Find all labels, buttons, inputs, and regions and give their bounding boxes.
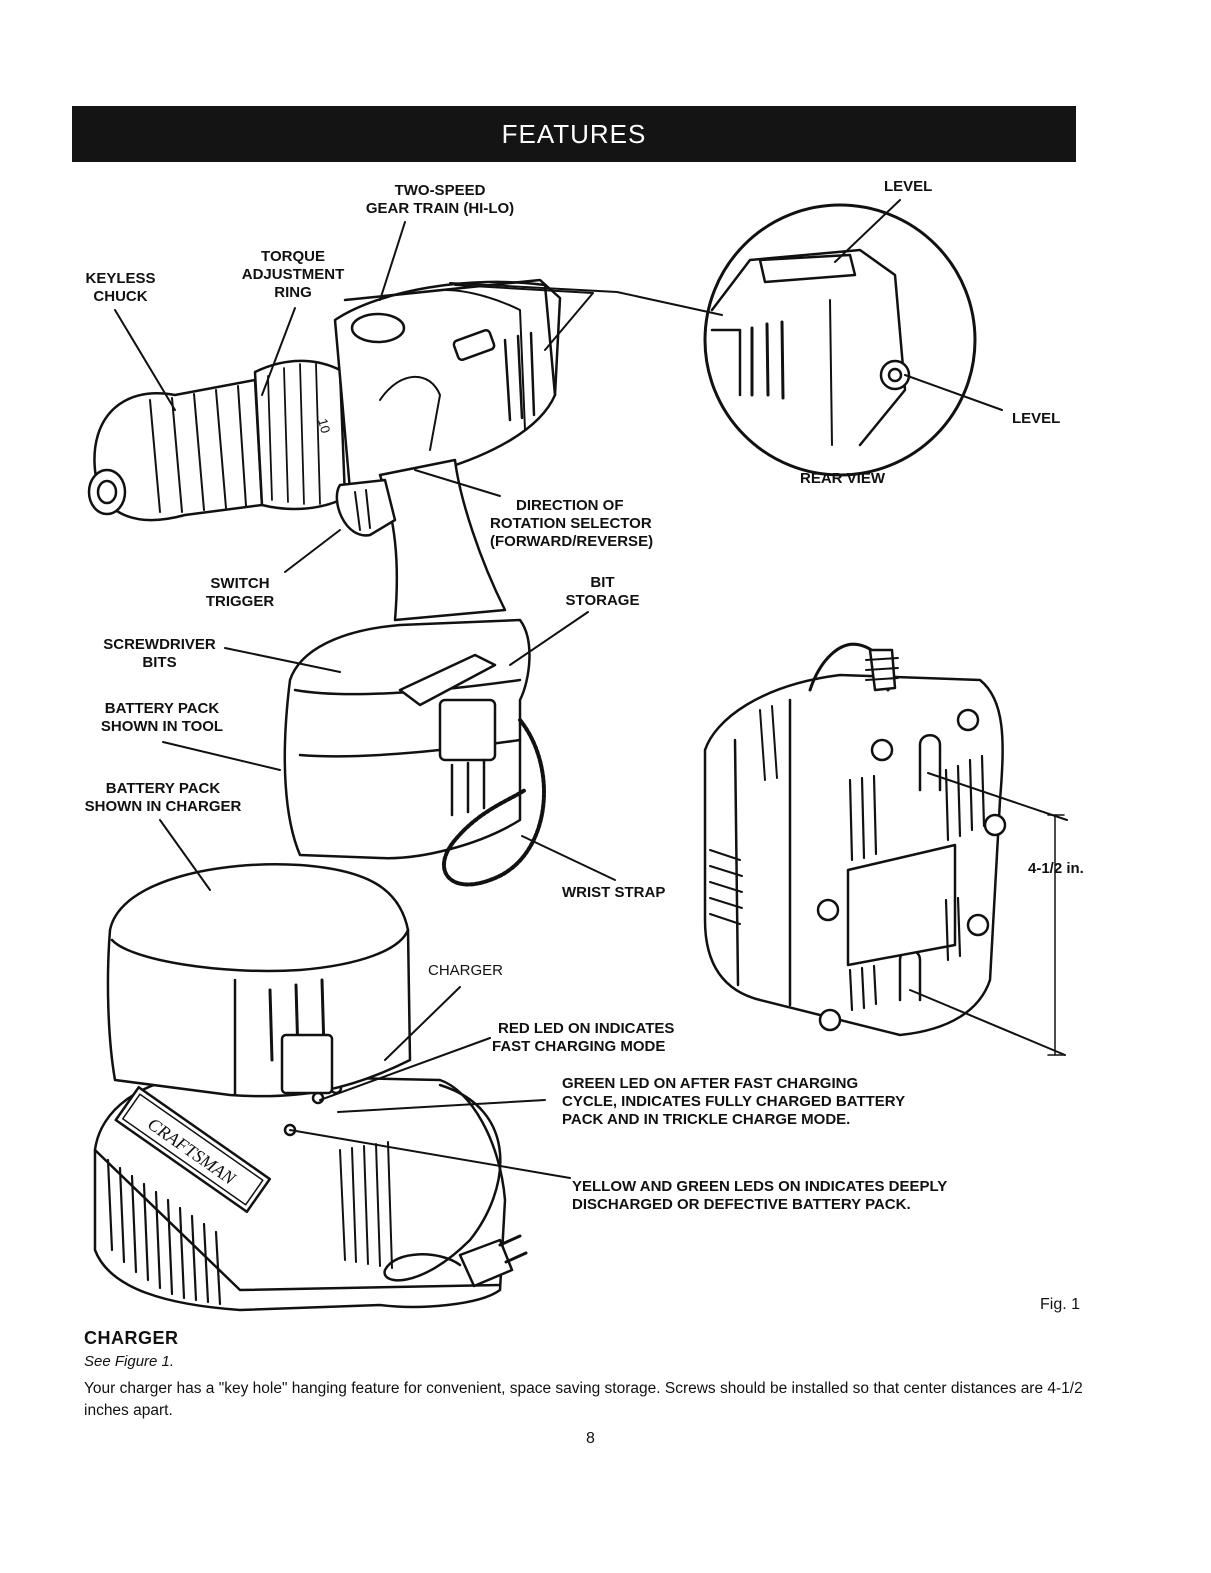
page-number: 8: [586, 1430, 595, 1447]
label-charger: CHARGER: [428, 962, 504, 979]
label-rear-view: REAR VIEW: [800, 470, 886, 487]
label-screwdriver-bits: SCREWDRIVER BITS: [103, 636, 216, 671]
label-dimension: 4-1/2 in.: [1028, 860, 1084, 877]
drill-illustration: 10: [87, 278, 562, 887]
label-green-led: GREEN LED ON AFTER FAST CHARGING CYCLE, …: [562, 1075, 906, 1128]
label-keyless-chuck: KEYLESS CHUCK: [85, 270, 156, 305]
svg-text:10: 10: [315, 417, 333, 435]
label-wrist-strap: WRIST STRAP: [562, 884, 666, 901]
label-level-top: LEVEL: [884, 178, 933, 195]
section-title: CHARGER: [84, 1328, 179, 1348]
label-battery-in-charger: BATTERY PACK SHOWN IN CHARGER: [84, 780, 242, 815]
leader-lines: [114, 199, 1068, 1179]
section-body: Your charger has a "key hole" hanging fe…: [84, 1380, 1083, 1419]
label-two-speed-gear-train: TWO-SPEED GEAR TRAIN (HI-LO): [365, 182, 515, 217]
label-switch-trigger: SWITCH TRIGGER: [205, 575, 275, 610]
charger-illustration: CRAFTSMAN: [93, 863, 528, 1312]
label-direction-selector: DIRECTION OF ROTATION SELECTOR (FORWARD/…: [490, 497, 654, 550]
features-banner: FEATURES: [72, 106, 1076, 162]
label-torque-adjustment-ring: TORQUE ADJUSTMENT RING: [241, 248, 345, 301]
label-bit-storage: BIT STORAGE: [565, 574, 640, 609]
see-figure-note: See Figure 1.: [84, 1353, 175, 1370]
rear-view-illustration: [703, 203, 977, 477]
label-red-led: RED LED ON INDICATES FAST CHARGING MODE: [492, 1020, 675, 1055]
charger-rear-illustration: [703, 642, 1007, 1037]
label-battery-in-tool: BATTERY PACK SHOWN IN TOOL: [100, 700, 224, 735]
banner-title: FEATURES: [501, 119, 647, 149]
label-level-side: LEVEL: [1012, 410, 1061, 427]
figure-number: Fig. 1: [1040, 1296, 1081, 1313]
label-yellow-green-led: YELLOW AND GREEN LEDS ON INDICATES DEEPL…: [572, 1178, 948, 1213]
